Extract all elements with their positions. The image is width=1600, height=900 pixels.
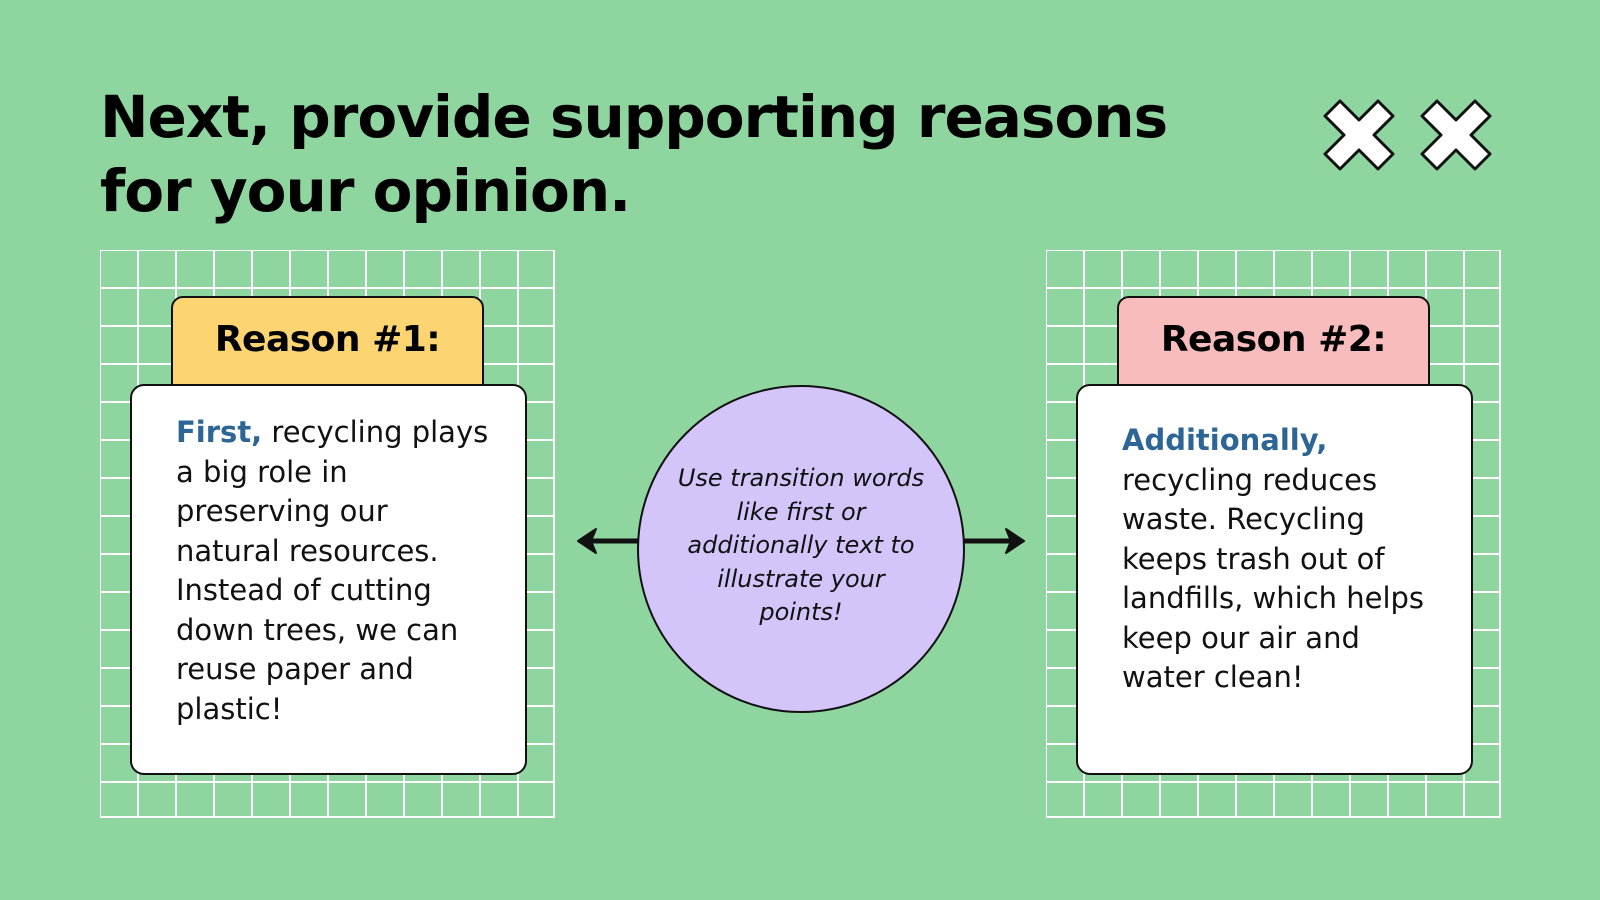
- reason-2-tab: Reason #2:: [1117, 296, 1430, 396]
- slide-title: Next, provide supporting reasons for you…: [100, 83, 1168, 225]
- reason-1-tab: Reason #1:: [171, 296, 484, 396]
- reason-1-body: recycling plays a big role in preserving…: [176, 415, 489, 726]
- reason-1-lead: First,: [176, 415, 263, 449]
- x-mark-icon: [1420, 99, 1492, 171]
- reason-2-card: [1076, 384, 1473, 775]
- x-mark-icon: [1323, 99, 1395, 171]
- reason-1-text: First, recycling plays a big role in pre…: [176, 413, 496, 729]
- reason-2-lead: Additionally,: [1122, 423, 1328, 457]
- arrow-left-icon: [577, 528, 638, 554]
- arrow-right-icon: [964, 528, 1025, 554]
- reason-2-body: recycling reduces waste. Recycling keeps…: [1122, 462, 1425, 695]
- tip-bubble: [637, 385, 965, 713]
- reason-2-text: Additionally, recycling reduces waste. R…: [1122, 421, 1442, 698]
- tip-text: Use transition words like first or addit…: [677, 464, 925, 626]
- reason-1-card: [130, 384, 527, 775]
